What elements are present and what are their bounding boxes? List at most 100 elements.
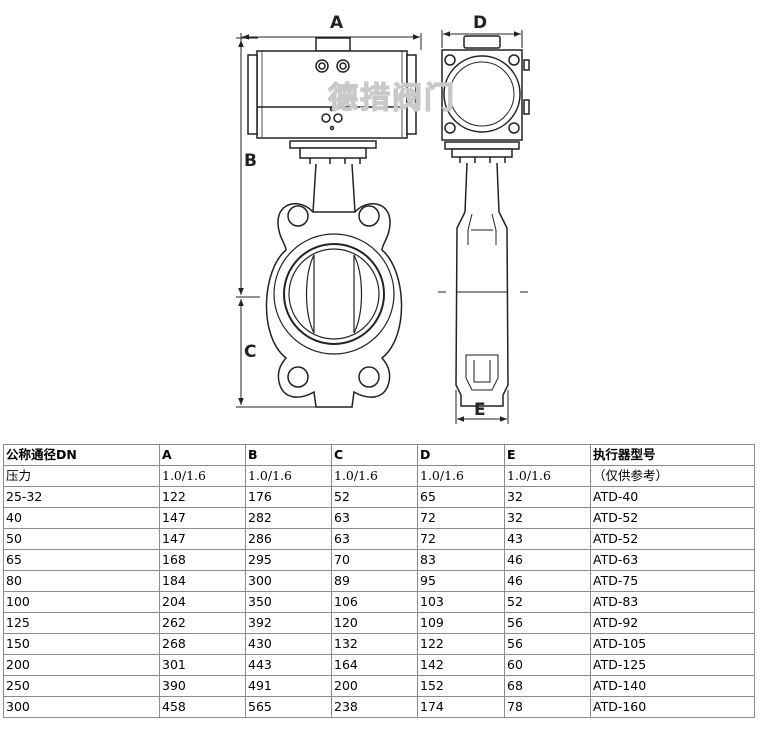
cell-actuator-model: ATD-160 — [590, 696, 755, 718]
dimension-label-c: C — [244, 342, 256, 362]
cell-e: 56 — [504, 633, 591, 655]
cell-actuator-model: ATD-75 — [590, 570, 755, 592]
cell-e: 56 — [504, 612, 591, 634]
cell-a: 458 — [159, 696, 246, 718]
cell-dn: 150 — [3, 633, 160, 655]
cell-e: 32 — [504, 486, 591, 508]
cell-b: 430 — [245, 633, 332, 655]
cell-d: 72 — [417, 507, 505, 529]
cell-actuator-model: ATD-63 — [590, 549, 755, 571]
cell-e: 43 — [504, 528, 591, 550]
header-dn: 公称通径DN — [3, 444, 160, 466]
cell-e: 46 — [504, 570, 591, 592]
valve-dimension-drawing: A D B C E 德措阀门 — [236, 13, 530, 424]
cell-actuator-model: ATD-40 — [590, 486, 755, 508]
cell-actuator-model: ATD-83 — [590, 591, 755, 613]
cell-dn: 300 — [3, 696, 160, 718]
cell-c: 164 — [331, 654, 418, 676]
cell-dn: 100 — [3, 591, 160, 613]
cell-actuator-model: ATD-105 — [590, 633, 755, 655]
cell-b: 176 — [245, 486, 332, 508]
cell-c: 52 — [331, 486, 418, 508]
cell-c: 238 — [331, 696, 418, 718]
header-b: B — [245, 444, 332, 466]
dimension-lines — [236, 30, 523, 424]
cell-d: 83 — [417, 549, 505, 571]
cell-d: 103 — [417, 591, 505, 613]
dimension-label-b: B — [244, 151, 257, 171]
header-c: C — [331, 444, 418, 466]
dimension-label-a: A — [330, 13, 344, 33]
cell-b: 295 — [245, 549, 332, 571]
cell-e: 52 — [504, 591, 591, 613]
dimension-table: 公称通径DN A B C D E 执行器型号 压力 1.0/1.6 1.0/1.… — [3, 444, 755, 718]
cell-dn: 250 — [3, 675, 160, 697]
cell-e: 68 — [504, 675, 591, 697]
header-d: D — [417, 444, 505, 466]
cell-dn: 65 — [3, 549, 160, 571]
pressure-label: 压力 — [3, 465, 160, 487]
cell-a: 390 — [159, 675, 246, 697]
cell-c: 200 — [331, 675, 418, 697]
cell-b: 392 — [245, 612, 332, 634]
valve-body-outline — [265, 202, 403, 408]
pressure-row: 压力 1.0/1.6 1.0/1.6 1.0/1.6 1.0/1.6 1.0/1… — [3, 465, 755, 487]
cell-e: 32 — [504, 507, 591, 529]
cell-a: 204 — [159, 591, 246, 613]
pressure-a: 1.0/1.6 — [159, 465, 246, 487]
cell-dn: 80 — [3, 570, 160, 592]
dimension-label-d: D — [473, 13, 487, 33]
cell-d: 109 — [417, 612, 505, 634]
cell-d: 122 — [417, 633, 505, 655]
dimension-label-e: E — [474, 400, 486, 420]
cell-d: 174 — [417, 696, 505, 718]
cell-d: 95 — [417, 570, 505, 592]
cell-b: 286 — [245, 528, 332, 550]
cell-c: 120 — [331, 612, 418, 634]
cell-b: 282 — [245, 507, 332, 529]
header-a: A — [159, 444, 246, 466]
cell-a: 301 — [159, 654, 246, 676]
cell-dn: 50 — [3, 528, 160, 550]
pressure-e: 1.0/1.6 — [504, 465, 591, 487]
cell-c: 106 — [331, 591, 418, 613]
cell-c: 63 — [331, 507, 418, 529]
cell-d: 142 — [417, 654, 505, 676]
cell-a: 147 — [159, 507, 246, 529]
cell-c: 63 — [331, 528, 418, 550]
cell-actuator-model: ATD-140 — [590, 675, 755, 697]
cell-b: 443 — [245, 654, 332, 676]
header-actuator-model: 执行器型号 — [590, 444, 755, 466]
cell-a: 168 — [159, 549, 246, 571]
cell-d: 152 — [417, 675, 505, 697]
cell-a: 147 — [159, 528, 246, 550]
cell-dn: 125 — [3, 612, 160, 634]
pressure-d: 1.0/1.6 — [417, 465, 505, 487]
cell-a: 122 — [159, 486, 246, 508]
front-view — [247, 37, 417, 408]
cell-actuator-model: ATD-52 — [590, 528, 755, 550]
cell-b: 491 — [245, 675, 332, 697]
cell-e: 60 — [504, 654, 591, 676]
cell-c: 132 — [331, 633, 418, 655]
cell-a: 184 — [159, 570, 246, 592]
cell-d: 72 — [417, 528, 505, 550]
watermark: 德措阀门 — [328, 81, 456, 116]
cell-c: 70 — [331, 549, 418, 571]
cell-actuator-model: ATD-52 — [590, 507, 755, 529]
cell-c: 89 — [331, 570, 418, 592]
side-view — [438, 35, 530, 407]
cell-actuator-model: ATD-92 — [590, 612, 755, 634]
cell-e: 46 — [504, 549, 591, 571]
cell-b: 350 — [245, 591, 332, 613]
pressure-c: 1.0/1.6 — [331, 465, 418, 487]
